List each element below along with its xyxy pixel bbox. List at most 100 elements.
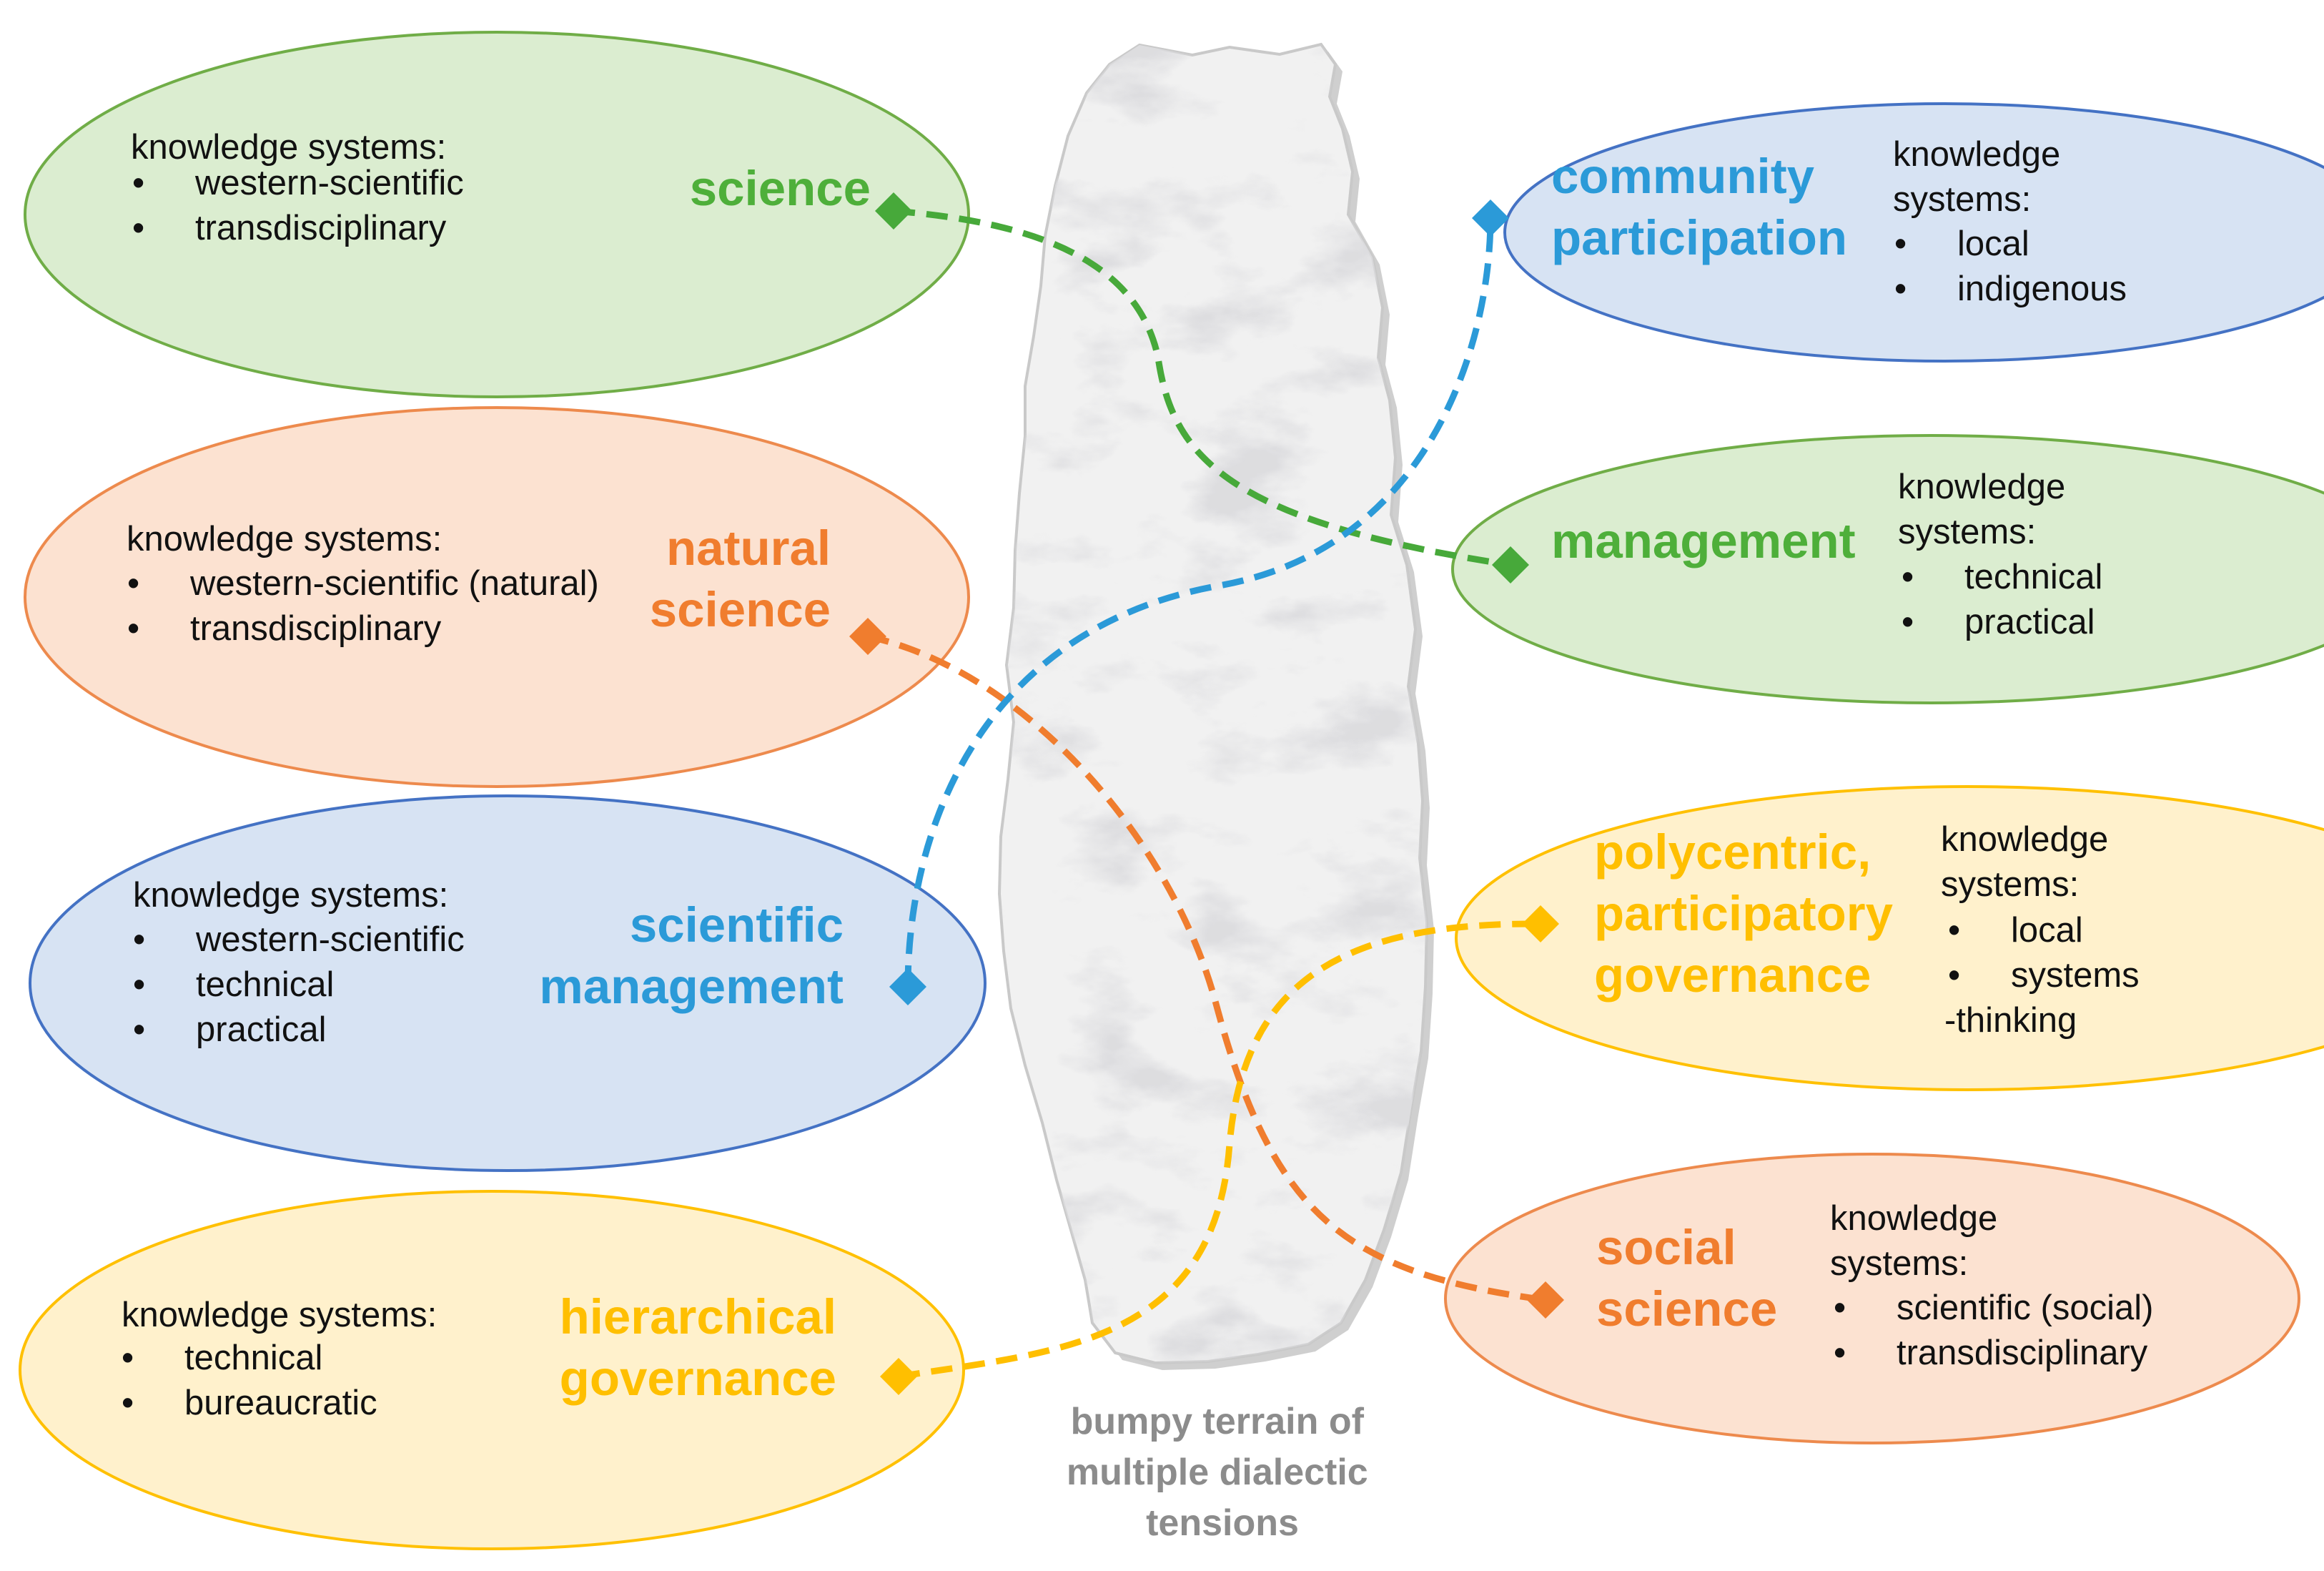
science-knowledge-item: western-scientific: [194, 164, 464, 202]
terrain-caption-line: tensions: [1146, 1502, 1299, 1544]
management-knowledge-item: practical: [1964, 603, 2095, 641]
scientific-management-ellipse: [29, 794, 987, 1172]
connection-science-to-management: [893, 207, 1511, 568]
social-science-knowledge-heading-line: systems:: [1830, 1244, 1968, 1283]
bumpy-terrain-rock: [997, 42, 1434, 1370]
scientific-management-title-line: scientific: [630, 897, 844, 952]
bullet-icon: •: [133, 1010, 145, 1049]
scientific-management-knowledge-item: western-scientific: [195, 920, 465, 959]
polycentric-participatory-governance-ellipse: [1455, 785, 2324, 1091]
science-knowledge-heading-line: knowledge systems:: [131, 128, 446, 167]
science-node: science knowledge systems:• western-scient…: [131, 128, 871, 247]
hierarchical-governance-title-line: governance: [560, 1351, 836, 1406]
natural-science-node: natural science knowledge systems: • western…: [127, 520, 831, 648]
bullet-icon: •: [1948, 956, 1960, 995]
natural-science-title: natural science: [650, 521, 831, 637]
science-ellipse: [24, 31, 970, 398]
community-participation-title-line: community: [1551, 149, 1814, 204]
bullet-icon: •: [127, 609, 139, 648]
diamond-marker-scientific-management: [889, 968, 926, 1005]
polycentric-participatory-governance-title-line: participatory: [1594, 886, 1893, 941]
diamond-marker-social-science: [1527, 1281, 1564, 1319]
community-participation-knowledge-heading-line: knowledge: [1893, 135, 2060, 174]
polycentric-participatory-governance-node: polycentric, participatory governance knowl…: [1594, 820, 2140, 1040]
hierarchical-governance-title: hierarchical governance: [560, 1289, 836, 1406]
natural-science-knowledge-item: transdisciplinary: [190, 609, 442, 648]
hierarchical-governance-title-line: hierarchical: [560, 1289, 836, 1344]
hierarchical-governance-node: hierarchical governance knowledge systems:…: [122, 1289, 836, 1422]
community-participation-title-line: participation: [1551, 210, 1847, 265]
social-science-ellipse: [1444, 1153, 2300, 1444]
polycentric-participatory-governance-title-line: governance: [1594, 947, 1871, 1003]
diamond-marker-community-participation: [1472, 200, 1509, 237]
rock-marble-texture: [999, 44, 1427, 1363]
community-participation-knowledge-heading: knowledge systems:: [1893, 135, 2060, 219]
diamond-marker-hierarchical-governance: [880, 1358, 917, 1395]
science-title: science: [690, 161, 871, 216]
ellipse-layer: [19, 31, 2324, 1550]
polycentric-participatory-governance-knowledge-item: local: [2011, 911, 2083, 950]
management-knowledge-item: technical: [1964, 558, 2102, 596]
social-science-knowledge-heading-line: knowledge: [1830, 1199, 1997, 1238]
hierarchical-governance-knowledge-heading-line: knowledge systems:: [122, 1296, 437, 1334]
social-science-knowledge-item: scientific (social): [1897, 1289, 2153, 1327]
polycentric-participatory-governance-knowledge-item-continuation: -thinking: [1944, 1001, 2077, 1040]
management-knowledge-heading: knowledge systems:: [1898, 468, 2065, 551]
bullet-icon: •: [127, 564, 139, 603]
community-participation-title: community participation: [1551, 149, 1847, 265]
management-knowledge-heading-line: knowledge: [1898, 468, 2065, 506]
natural-science-knowledge-item: western-scientific (natural): [189, 564, 599, 603]
bullet-icon: •: [1948, 911, 1960, 950]
science-knowledge-heading: knowledge systems:: [131, 128, 446, 167]
hierarchical-governance-knowledge-item: technical: [184, 1339, 322, 1377]
management-title: management: [1551, 513, 1856, 568]
science-title-line: science: [690, 161, 871, 216]
polycentric-participatory-governance-knowledge-heading-line: systems:: [1941, 865, 2079, 904]
community-participation-knowledge-item: indigenous: [1957, 270, 2127, 308]
hierarchical-governance-knowledge-item: bureaucratic: [184, 1384, 377, 1422]
natural-science-knowledge-heading: knowledge systems:: [127, 520, 442, 558]
scientific-management-knowledge-item: technical: [196, 965, 334, 1004]
bullet-icon: •: [133, 965, 145, 1004]
community-participation-knowledge-heading-line: systems:: [1893, 180, 2031, 219]
bullet-icon: •: [1834, 1289, 1846, 1327]
hierarchical-governance-ellipse: [19, 1190, 965, 1550]
bullet-icon: •: [133, 920, 145, 959]
scientific-management-title: scientific management: [539, 897, 844, 1014]
bullet-icon: •: [1834, 1334, 1846, 1372]
polycentric-participatory-governance-title: polycentric, participatory governance: [1594, 824, 1893, 1003]
scientific-management-node: scientific management knowledge systems: • w…: [133, 876, 844, 1049]
science-knowledge-item: transdisciplinary: [195, 209, 447, 247]
natural-science-knowledge-heading-line: knowledge systems:: [127, 520, 442, 558]
hierarchical-governance-knowledge-heading: knowledge systems:: [122, 1296, 437, 1334]
management-knowledge-heading-line: systems:: [1898, 513, 2036, 551]
scientific-management-knowledge-heading-line: knowledge systems:: [133, 876, 448, 915]
connection-layer: [849, 192, 1564, 1395]
scientific-management-title-line: management: [539, 959, 844, 1014]
diamond-marker-management: [1492, 546, 1529, 583]
natural-science-ellipse: [24, 406, 970, 788]
connection-hierarchical-governance-to-polycentric-participatory-governance: [898, 920, 1541, 1380]
management-title-line: management: [1551, 513, 1856, 568]
community-participation-knowledge-item: local: [1957, 225, 2029, 263]
bullet-icon: •: [1894, 270, 1907, 308]
polycentric-participatory-governance-title-line: polycentric,: [1594, 824, 1871, 880]
social-science-knowledge-item: transdisciplinary: [1897, 1334, 2148, 1372]
polycentric-participatory-governance-knowledge-item: systems: [2011, 956, 2140, 995]
diamond-marker-science: [875, 192, 912, 230]
social-science-knowledge-heading: knowledge systems:: [1830, 1199, 1997, 1283]
bullet-icon: •: [132, 164, 144, 202]
scientific-management-knowledge-heading: knowledge systems:: [133, 876, 448, 915]
natural-science-title-line: natural: [666, 521, 831, 576]
community-participation-ellipse: [1503, 102, 2324, 363]
natural-science-title-line: science: [650, 582, 831, 637]
terrain-caption-line: multiple dialectic: [1067, 1452, 1368, 1493]
bullet-icon: •: [1902, 603, 1914, 641]
community-participation-node: community participation knowledge systems: •…: [1551, 135, 2127, 308]
management-ellipse: [1451, 434, 2324, 704]
